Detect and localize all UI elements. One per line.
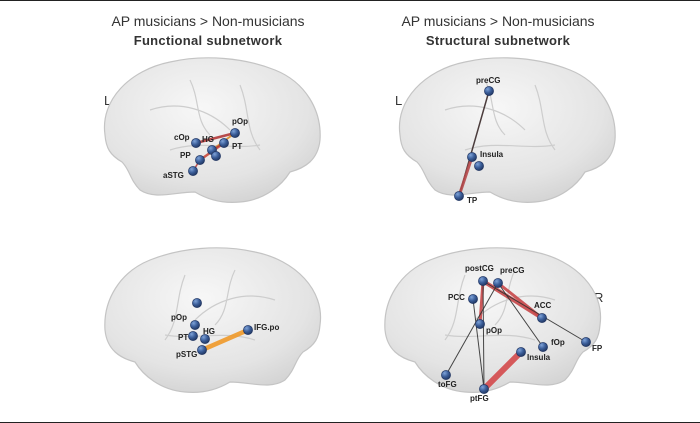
label-func-R-pSTG: pSTG xyxy=(176,350,197,359)
edge-func-L-cOp-pOp xyxy=(194,131,237,145)
label-struct-R-PCC: PCC xyxy=(448,293,465,302)
edge-struct-L-Insula-TP xyxy=(457,155,474,198)
node-struct-R-pOp xyxy=(475,319,485,329)
top-border xyxy=(0,0,700,1)
node-func-L-cOp xyxy=(191,138,201,148)
node-struct-L-TP xyxy=(454,191,464,201)
label-struct-R-pOp: pOp xyxy=(486,326,502,335)
label-struct-R-fOp: fOp xyxy=(551,338,565,347)
node-struct-R-ACC xyxy=(537,313,547,323)
node-struct-L-Insula xyxy=(467,152,477,162)
functional-heading: AP musicians > Non-musicians Functional … xyxy=(58,12,358,50)
edge-struct-R-postCG-pOp xyxy=(478,279,485,326)
node-func-L-pOp xyxy=(230,128,240,138)
node-func-L-PT xyxy=(219,138,229,148)
label-struct-R-preCG: preCG xyxy=(500,266,524,275)
node-struct-R-preCG xyxy=(493,278,503,288)
edge-struct-R-preCG-toFG xyxy=(445,282,499,376)
structural-right-hemisphere-label: R xyxy=(594,290,604,305)
structural-title: AP musicians > Non-musicians xyxy=(401,13,595,29)
label-struct-L-Insula: Insula xyxy=(480,150,504,159)
label-func-L-HG: HG xyxy=(202,135,214,144)
functional-left-hemisphere-label: L xyxy=(104,93,112,108)
structural-heading: AP musicians > Non-musicians Structural … xyxy=(348,12,648,50)
edge-struct-R-PCC-ptFG xyxy=(472,298,485,390)
node-struct-R-FP xyxy=(581,337,591,347)
structural-subtitle: Structural subnetwork xyxy=(425,33,571,48)
node-struct-R-postCG xyxy=(478,276,488,286)
label-func-L-PP: PP xyxy=(180,151,191,160)
functional-right-brain xyxy=(104,247,322,393)
label-func-R-HG: HG xyxy=(203,327,215,336)
label-struct-R-FP: FP xyxy=(592,344,603,353)
edge-func-R-pSTG-IFG.po xyxy=(199,327,251,353)
node-struct-R-fOp xyxy=(538,342,548,352)
node-func-L-aSTG xyxy=(188,166,198,176)
node-func-R-PT xyxy=(188,331,198,341)
node-func-R-top xyxy=(192,298,202,308)
functional-title: AP musicians > Non-musicians xyxy=(111,13,305,29)
label-struct-R-ptFG: ptFG xyxy=(470,394,489,403)
label-func-R-IFG.po: IFG.po xyxy=(254,323,279,332)
label-func-L-aSTG: aSTG xyxy=(163,171,184,180)
label-struct-R-postCG: postCG xyxy=(465,264,494,273)
label-func-L-PT: PT xyxy=(232,142,242,151)
node-func-R-pSTG xyxy=(197,345,207,355)
node-func-R-pOp xyxy=(190,320,200,330)
node-struct-R-toFG xyxy=(441,370,451,380)
label-struct-R-ACC: ACC xyxy=(534,301,552,310)
edge-struct-R-Insula-ptFG xyxy=(481,349,524,392)
node-struct-R-PCC xyxy=(468,294,478,304)
node-struct-R-Insula xyxy=(516,347,526,357)
structural-left-hemisphere-label: L xyxy=(395,93,403,108)
node-struct-L-Insula2 xyxy=(474,161,484,171)
label-func-L-cOp: cOp xyxy=(174,133,190,142)
node-struct-L-preCG xyxy=(484,86,494,96)
network-nodes xyxy=(188,86,591,394)
label-struct-L-TP: TP xyxy=(467,196,478,205)
node-struct-R-ptFG xyxy=(479,384,489,394)
label-func-L-pOp: pOp xyxy=(232,117,248,126)
label-struct-L-preCG: preCG xyxy=(476,76,500,85)
label-func-R-pOp: pOp xyxy=(171,313,187,322)
edge-struct-R-postCG-ptFG xyxy=(482,280,485,390)
functional-subtitle: Functional subnetwork xyxy=(133,33,283,48)
node-func-L-PP xyxy=(195,155,205,165)
node-func-R-IFG.po xyxy=(243,325,253,335)
node-func-R-HG xyxy=(200,334,210,344)
label-func-R-PT: PT xyxy=(178,333,188,342)
structural-left-brain xyxy=(398,57,616,203)
node-func-L-PT2 xyxy=(211,151,221,161)
functional-left-brain xyxy=(103,57,321,203)
edge-struct-R-postCG-FP xyxy=(482,280,587,343)
label-struct-R-toFG: toFG xyxy=(438,380,457,389)
edge-struct-R-preCG-fOp xyxy=(497,282,544,348)
label-struct-R-Insula: Insula xyxy=(527,353,551,362)
